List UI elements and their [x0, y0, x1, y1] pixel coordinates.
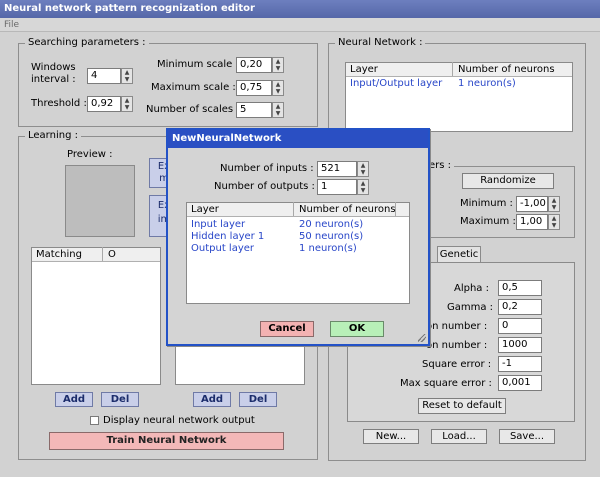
column-divider [452, 62, 453, 76]
dialog-layer-table[interactable]: Layer Number of neurons Input layer 20 n… [186, 202, 410, 304]
o-column-header[interactable]: O [108, 249, 116, 260]
num-scales-spinner[interactable]: ▲▼ [272, 102, 284, 118]
tab-genetic[interactable]: Genetic [437, 246, 481, 262]
save-network-button[interactable]: Save... [499, 429, 555, 444]
threshold-input[interactable]: 0,92 [87, 96, 121, 112]
threshold-label: Threshold : [31, 98, 87, 109]
minimum-label: Minimum : [460, 198, 513, 209]
min-scale-spinner[interactable]: ▲▼ [272, 57, 284, 73]
train-network-button[interactable]: Train Neural Network [49, 432, 284, 450]
column-divider [293, 202, 294, 216]
window-title: Neural network pattern recognization edi… [0, 0, 600, 18]
max-square-error-label: Max square error : [400, 378, 492, 389]
minimum-input[interactable]: -1,00 [516, 196, 548, 212]
dialog-title: NewNeuralNetwork [168, 130, 428, 148]
del-matching-button[interactable]: Del [101, 392, 139, 407]
num-scales-input[interactable]: 5 [236, 102, 272, 118]
dialog-row-layer[interactable]: Input layer [191, 219, 246, 230]
maximum-input[interactable]: 1,00 [516, 214, 548, 230]
display-output-label: Display neural network output [103, 415, 255, 426]
max-scale-spinner[interactable]: ▲▼ [272, 80, 284, 96]
outputs-input[interactable]: 1 [317, 179, 357, 195]
column-divider [395, 202, 396, 216]
dialog-row-neurons[interactable]: 1 neuron(s) [299, 243, 357, 254]
inputs-label: Number of inputs : [220, 163, 314, 174]
searching-parameters-legend: Searching parameters : [25, 37, 149, 48]
min-scale-input[interactable]: 0,20 [236, 57, 272, 73]
max-iteration-input[interactable]: 1000 [498, 337, 542, 353]
outputs-spinner[interactable]: ▲▼ [357, 179, 369, 195]
alpha-label: Alpha : [454, 283, 489, 294]
preview-label: Preview : [67, 149, 113, 160]
matching-list[interactable]: Matching O [31, 247, 161, 385]
new-network-dialog: NewNeuralNetwork Number of inputs : 521 … [166, 128, 430, 346]
ok-button[interactable]: OK [330, 321, 384, 337]
weights-legend: ers : [426, 160, 455, 171]
column-divider [102, 247, 103, 261]
dialog-neurons-column-header[interactable]: Number of neurons [299, 204, 396, 215]
del-second-button[interactable]: Del [239, 392, 277, 407]
network-row-neurons[interactable]: 1 neuron(s) [458, 78, 516, 89]
maximum-spinner[interactable]: ▲▼ [548, 214, 560, 230]
dialog-row-layer[interactable]: Output layer [191, 243, 255, 254]
windows-interval-spinner[interactable]: ▲▼ [121, 68, 133, 84]
searching-parameters-group: Searching parameters : Windows interval … [18, 37, 318, 127]
minimum-spinner[interactable]: ▲▼ [548, 196, 560, 212]
cancel-button[interactable]: Cancel [260, 321, 314, 337]
randomize-button[interactable]: Randomize [462, 173, 554, 189]
add-matching-button[interactable]: Add [55, 392, 93, 407]
dialog-row-neurons[interactable]: 50 neuron(s) [299, 231, 364, 242]
num-scales-label: Number of scales : [146, 104, 240, 115]
alpha-input[interactable]: 0,5 [498, 280, 542, 296]
max-square-error-input[interactable]: 0,001 [498, 375, 542, 391]
inputs-spinner[interactable]: ▲▼ [357, 161, 369, 177]
max-iteration-label: on number : [426, 340, 488, 351]
matching-column-header[interactable]: Matching [36, 249, 82, 260]
resize-grip-icon[interactable] [418, 334, 426, 342]
dialog-row-neurons[interactable]: 20 neuron(s) [299, 219, 364, 230]
learning-legend: Learning : [25, 130, 81, 141]
square-error-label: Square error : [422, 359, 492, 370]
inputs-input[interactable]: 521 [317, 161, 357, 177]
max-scale-input[interactable]: 0,75 [236, 80, 272, 96]
reset-default-button[interactable]: Reset to default [418, 398, 506, 414]
display-output-checkbox[interactable] [90, 416, 99, 425]
gamma-input[interactable]: 0,2 [498, 299, 542, 315]
neural-network-legend: Neural Network : [335, 37, 426, 48]
windows-interval-input[interactable]: 4 [87, 68, 121, 84]
dialog-row-layer[interactable]: Hidden layer 1 [191, 231, 265, 242]
gamma-label: Gamma : [447, 302, 494, 313]
neurons-column-header[interactable]: Number of neurons [458, 64, 555, 75]
dialog-layer-column-header[interactable]: Layer [191, 204, 219, 215]
square-error-input[interactable]: -1 [498, 356, 542, 372]
network-layer-table[interactable]: Layer Number of neurons Input/Output lay… [345, 62, 573, 132]
iteration-input[interactable]: 0 [498, 318, 542, 334]
add-second-button[interactable]: Add [193, 392, 231, 407]
maximum-label: Maximum : [460, 216, 516, 227]
layer-column-header[interactable]: Layer [350, 64, 378, 75]
network-row-layer[interactable]: Input/Output layer [350, 78, 443, 89]
min-scale-label: Minimum scale : [157, 59, 239, 70]
load-network-button[interactable]: Load... [431, 429, 487, 444]
outputs-label: Number of outputs : [214, 181, 315, 192]
threshold-spinner[interactable]: ▲▼ [121, 96, 133, 112]
windows-interval-label: Windows interval : [31, 62, 76, 85]
weights-group: ers : Randomize Minimum : -1,00 ▲▼ Maxim… [426, 160, 575, 238]
max-scale-label: Maximum scale : [151, 82, 236, 93]
iteration-label: on number : [426, 321, 488, 332]
menu-file[interactable]: File [0, 18, 600, 32]
preview-image [65, 165, 135, 237]
new-network-button[interactable]: New... [363, 429, 419, 444]
learning-group: Learning : Preview : Ex m Ex im Matching… [18, 130, 318, 460]
